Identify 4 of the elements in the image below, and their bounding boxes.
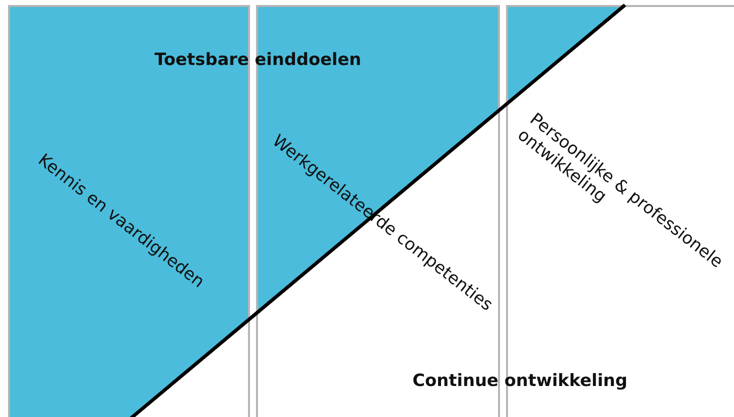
column-panel	[8, 5, 250, 417]
region-heading: Continue ontwikkeling	[412, 371, 628, 391]
column-panel	[506, 5, 734, 417]
column-panel	[256, 5, 500, 417]
